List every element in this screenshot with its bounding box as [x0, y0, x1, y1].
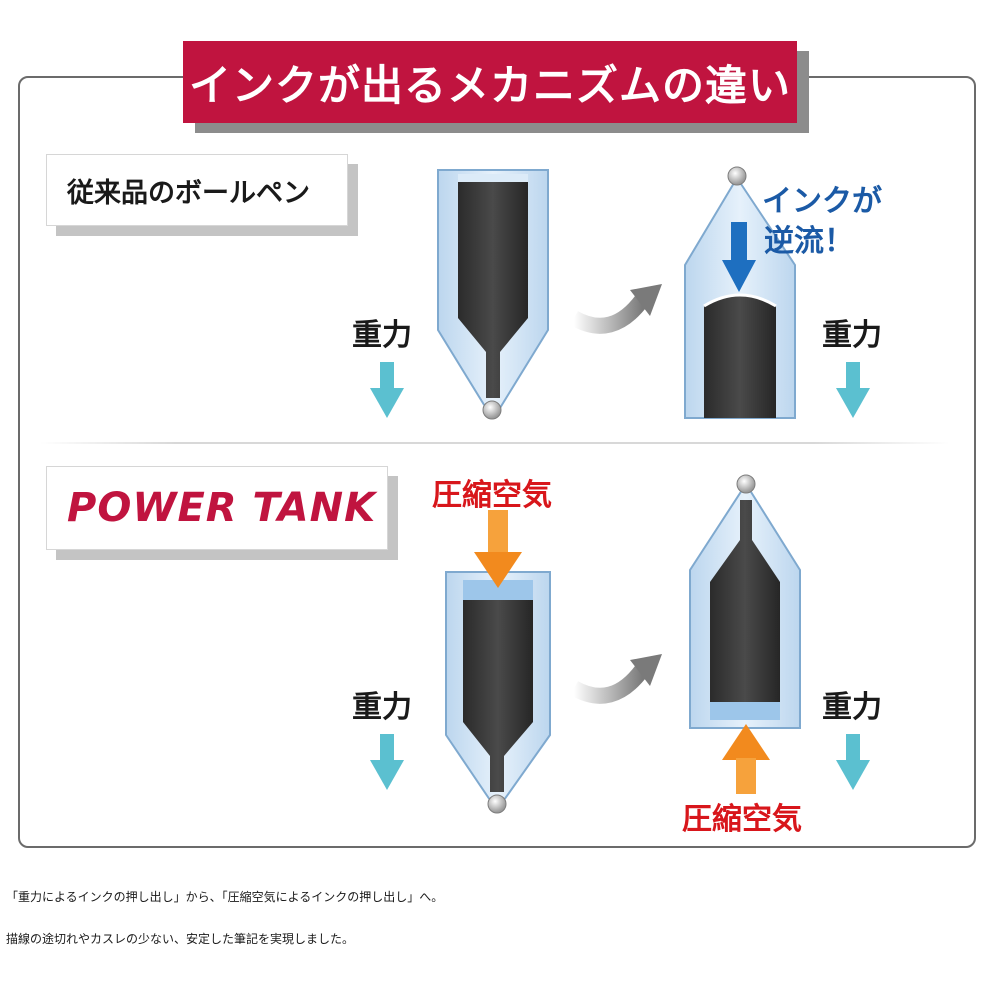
air-label-top: 圧縮空気 — [432, 478, 552, 513]
gravity-arrow-bottom-right — [836, 734, 870, 790]
gravity-label-top-right: 重力 — [822, 318, 882, 353]
conventional-label: 従来品のボールペン — [67, 177, 310, 209]
transition-arrow-bottom — [569, 654, 662, 704]
gravity-label-bottom-left: 重力 — [352, 690, 412, 725]
footer-line-1: 「重力によるインクの押し出し」から、「圧縮空気によるインクの押し出し」へ。 — [6, 890, 444, 904]
backflow-label-line2: 逆流！ — [764, 224, 854, 259]
gravity-arrow-bottom-left — [370, 734, 404, 790]
backflow-arrow-head — [722, 260, 756, 292]
gravity-arrow-top-right — [836, 362, 870, 418]
power-tank-label-box: POWER TANK — [46, 466, 388, 550]
title-banner: インクが出るメカニズムの違い — [183, 41, 797, 123]
section-divider — [40, 442, 950, 444]
conventional-pen-down — [437, 169, 549, 420]
gravity-arrow-top-left — [370, 362, 404, 418]
transition-arrow-top — [569, 284, 662, 334]
backflow-label-line1: インクが — [762, 184, 882, 219]
power-tank-label: POWER TANK — [67, 485, 377, 531]
conventional-label-box: 従来品のボールペン — [46, 154, 348, 226]
footer-caption: 「重力によるインクの押し出し」から、「圧縮空気によるインクの押し出し」へ。 描線… — [6, 876, 996, 960]
power-tank-pen-up — [689, 474, 801, 729]
footer-line-2: 描線の途切れやカスレの少ない、安定した筆記を実現しました。 — [6, 932, 355, 946]
air-arrow-down — [474, 510, 522, 588]
gravity-label-bottom-right: 重力 — [822, 690, 882, 725]
gravity-label-top-left: 重力 — [352, 318, 412, 353]
backflow-arrow-shaft — [731, 222, 747, 262]
conventional-pen-up — [684, 166, 796, 419]
page-title: インクが出るメカニズムの違い — [188, 60, 791, 110]
power-tank-pen-down — [445, 571, 551, 814]
air-label-bottom: 圧縮空気 — [682, 802, 802, 837]
air-arrow-up — [722, 724, 770, 794]
backflow-label: インクが 逆流！ — [762, 182, 882, 262]
